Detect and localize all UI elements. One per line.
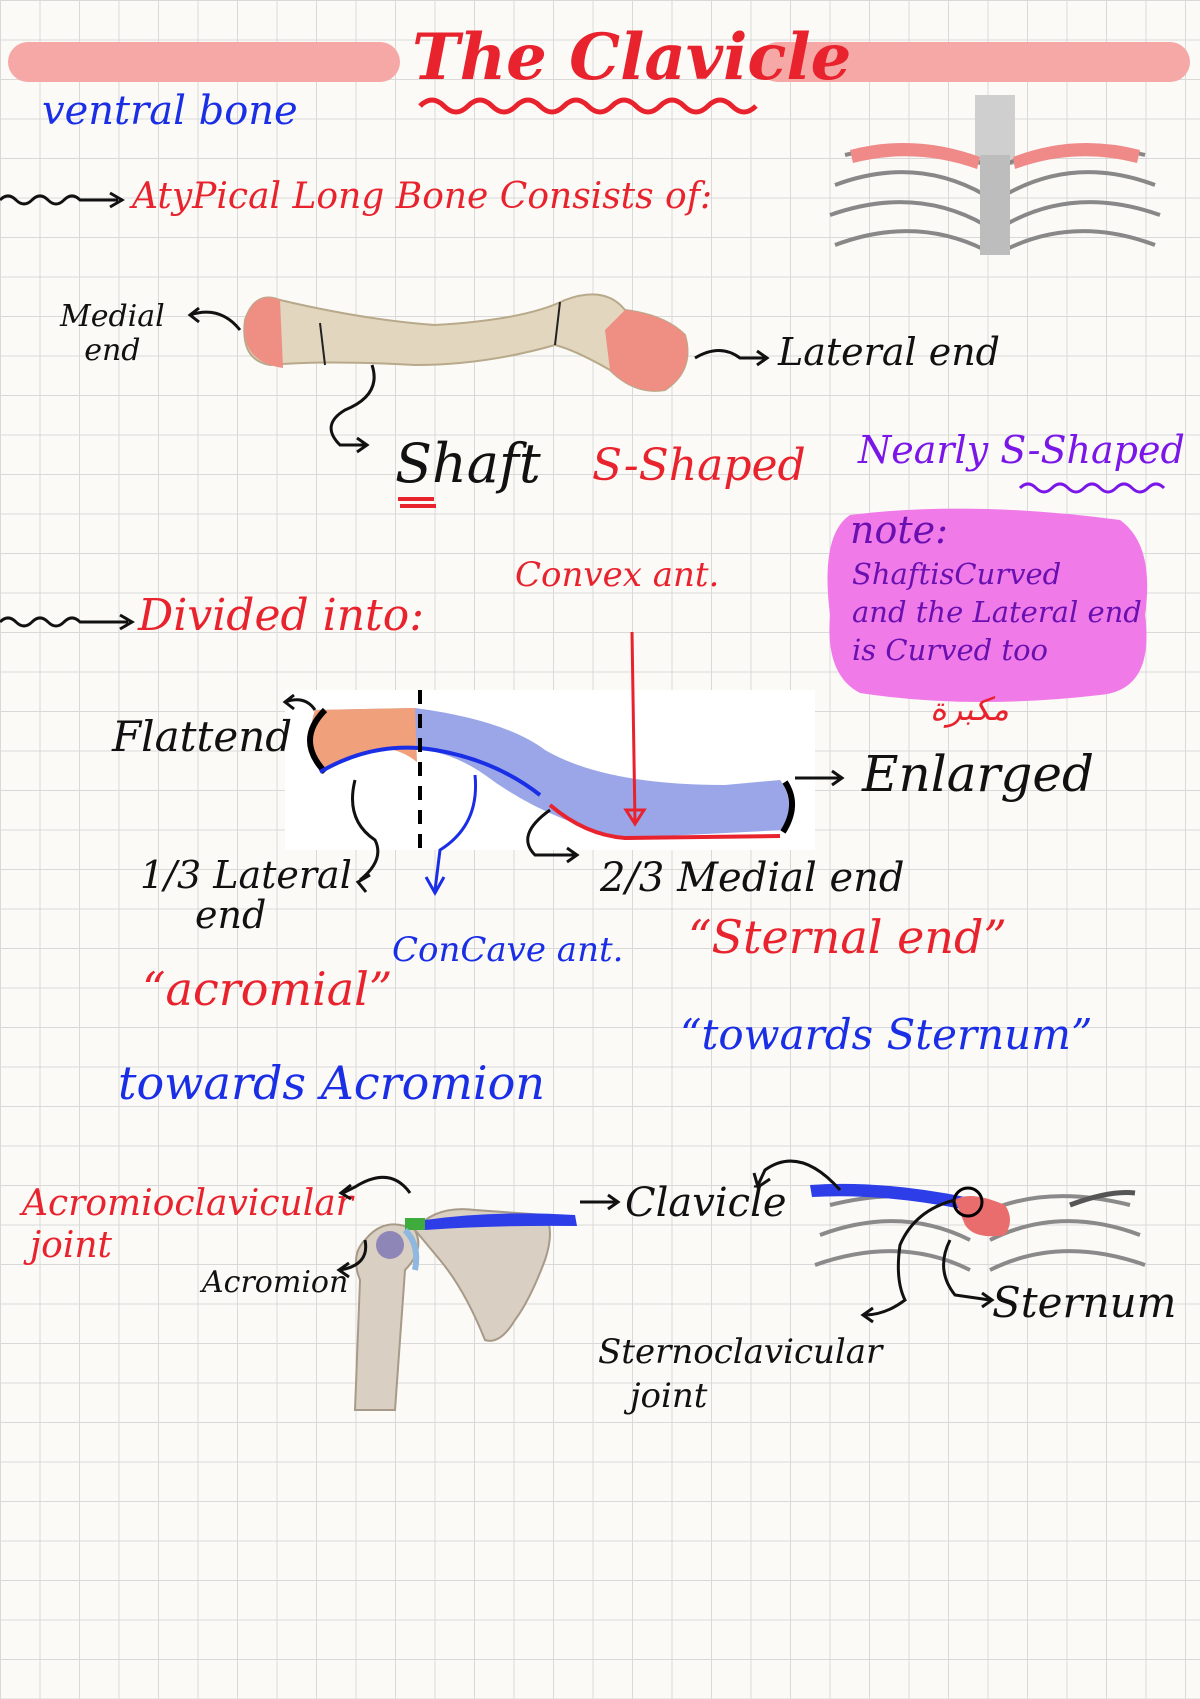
nearly-underline (1018, 482, 1166, 494)
sternoclavicular-joint-label: Sternoclavicular joint (598, 1330, 882, 1418)
arrow-lateral (694, 349, 770, 367)
sc-joint-line-1: Sternoclavicular (598, 1332, 883, 1372)
convex-ant-label: Convex ant. (515, 555, 720, 595)
title-banner-right (758, 42, 1190, 82)
note-body: ShaftisCurved and the Lateral end is Cur… (852, 555, 1142, 669)
medial-end-line-1: Medial (60, 299, 165, 334)
lateral-third-line-1: 1/3 Lateral (140, 853, 352, 897)
arrow-squiggle-2 (0, 613, 135, 631)
ventral-bone-label: ventral bone (42, 88, 298, 134)
arrow-flat (282, 693, 317, 711)
sternal-end-label: “Sternal end” (688, 910, 1007, 964)
arrow-medial (187, 306, 242, 331)
lateral-third-label: 1/3 Lateral end (140, 855, 352, 935)
page-title: The Clavicle (412, 20, 852, 95)
arrow-sc-joint (860, 1198, 956, 1324)
divided-into-label: Divided into: (138, 590, 425, 641)
arrow-clavicle-right (752, 1159, 842, 1191)
ac-joint-line-2: joint (30, 1225, 113, 1266)
arrow-concave (424, 774, 478, 897)
shoulder-joint-image (353, 1208, 577, 1411)
sternoclavicular-image (810, 1183, 1146, 1272)
note-background (827, 508, 1148, 703)
arrow-shaft (329, 364, 376, 454)
arrow-clavicle (580, 1193, 621, 1211)
atypical-long-bone-label: AtyPical Long Bone Consists of: (132, 176, 713, 217)
ac-joint-line-1: Acromioclavicular (22, 1183, 353, 1224)
medial-end-line-2: end (84, 333, 141, 368)
clavicle-bone-image (243, 293, 689, 392)
concave-ant-label: ConCave ant. (392, 930, 624, 970)
arrow-lateral-third (351, 779, 380, 893)
lateral-third-line-2: end (195, 893, 267, 937)
acromion-label: Acromion (202, 1265, 349, 1300)
arrow-sternum (942, 1239, 995, 1309)
acromioclavicular-joint-label: Acromioclavicular joint (22, 1183, 353, 1267)
s-shaped-label: S-Shaped (592, 440, 806, 491)
towards-sternum-label: “towards Sternum” (680, 1010, 1093, 1059)
shaft-underline (398, 497, 436, 508)
sc-joint-line-2: joint (630, 1376, 708, 1416)
note-line-1: ShaftisCurved (852, 557, 1062, 591)
thorax-clavicle-image (829, 95, 1161, 255)
title-underline (418, 97, 758, 115)
arrow-acromion (336, 1239, 368, 1279)
flattened-label: Flattend (112, 712, 293, 761)
arrow-enlarged (795, 769, 845, 787)
title-banner-left (8, 42, 400, 82)
medial-two-thirds-label: 2/3 Medial end (600, 855, 905, 901)
nearly-s-shaped-label: Nearly S-Shaped (858, 428, 1185, 472)
arrow-medial-two-thirds (526, 808, 580, 864)
note-line-2: and the Lateral end (852, 595, 1142, 629)
note-line-3: is Curved too (852, 633, 1049, 667)
arabic-note: مكبرة (930, 690, 1009, 728)
arrow-convex (623, 631, 647, 827)
enlarged-label: Enlarged (862, 745, 1095, 803)
sternum-label: Sternum (992, 1278, 1177, 1327)
shaft-label: Shaft (395, 432, 541, 495)
towards-acromion-label: towards Acromion (118, 1056, 545, 1110)
lateral-end-label: Lateral end (778, 330, 1000, 374)
medial-end-label: Medial end (60, 300, 165, 368)
acromial-label: “acromial” (142, 962, 393, 1016)
note-title: note: (850, 508, 948, 552)
divided-clavicle-image (285, 690, 815, 850)
arrow-squiggle-1 (0, 191, 125, 209)
arrow-ac-joint (338, 1175, 412, 1201)
